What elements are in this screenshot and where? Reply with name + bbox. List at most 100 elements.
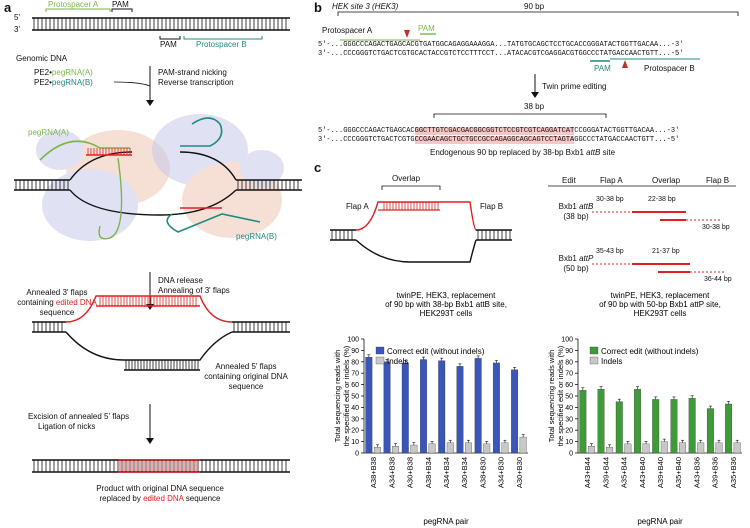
x-tick-label: A39+B40 [656, 457, 665, 488]
y-tick-label: 50 [351, 394, 359, 401]
x-axis-label: pegRNA pair [423, 517, 469, 526]
x-tick-label: A34+B38 [387, 457, 396, 488]
strand-3-label: 3' [14, 25, 20, 34]
x-tick-label: A39+B44 [601, 457, 610, 488]
chart-title-line: of 90 bp with 38-bp Bxb1 attB site, [385, 300, 507, 309]
y-tick-label: 40 [565, 405, 573, 412]
x-tick-label: A35+B36 [729, 457, 738, 488]
bar-indels [660, 441, 668, 454]
twin-pe-label: Twin prime editing [542, 82, 607, 91]
annealed-3-flaps-label: Annealed 3' flaps containing edited DNA … [17, 288, 97, 317]
protospacer-a-label: Protospacer A [48, 0, 99, 9]
step3-line1: Excision of annealed 5' flaps [28, 412, 130, 421]
y-axis-label: Total sequencing reads with [333, 350, 342, 443]
prime-editor-protein-b [152, 114, 284, 238]
legend-label: Indels [387, 357, 408, 366]
y-tick-label: 0 [569, 451, 573, 458]
chart-title-line: twinPE, HEK3, replacement [397, 291, 496, 300]
legend-swatch [589, 346, 599, 355]
chart-title-line: HEK293T cells [634, 309, 687, 318]
row-attp-flap-a: 35-43 bp [596, 248, 624, 255]
y-tick-label: 80 [565, 359, 573, 366]
y-tick-label: 40 [351, 405, 359, 412]
y-axis-label: Total sequencing reads with [547, 350, 556, 443]
y-tick-label: 70 [565, 371, 573, 378]
y-tick-label: 70 [351, 371, 359, 378]
row-attp-overlap: 21-37 bp [652, 248, 680, 255]
step2-line2: Annealing of 3' flaps [158, 286, 230, 295]
y-tick-label: 10 [565, 439, 573, 446]
x-tick-label: A35+B44 [620, 457, 629, 488]
x-tick-label: A38+B34 [424, 457, 433, 488]
y-axis-label: the specified edit or indels (%) [342, 345, 351, 446]
product-label: Product with original DNA sequence repla… [96, 484, 224, 503]
y-axis-label: the specified edit or indels (%) [556, 345, 565, 446]
y-tick-label: 60 [351, 382, 359, 389]
table-header-flap-a: Flap A [600, 176, 623, 185]
x-tick-label: A30+B34 [460, 457, 469, 488]
protospacer-a-b-label: Protospacer A [322, 26, 373, 35]
x-tick-label: A39+B36 [711, 457, 720, 488]
legend-label: Correct edit (without indels) [387, 347, 485, 356]
row-attp-edit: Bxb1 attP(50 bp) [558, 254, 594, 273]
bar-indels [715, 442, 723, 454]
nick-marker-b [622, 60, 628, 68]
pe2-pegrna-b: PE2•pegRNA(B) [34, 78, 93, 87]
nick-marker-a [404, 30, 410, 38]
bar-indels [587, 446, 595, 454]
y-tick-label: 0 [355, 451, 359, 458]
flap-b-label: Flap B [480, 202, 504, 211]
panel-a-letter: a [4, 0, 12, 15]
product-duplex [32, 459, 290, 473]
x-tick-label: A38+B30 [478, 457, 487, 488]
bar-indels [606, 447, 614, 454]
step3-line2: Ligation of nicks [38, 422, 96, 431]
y-tick-label: 60 [565, 382, 573, 389]
row-attb-flap-b: 30-38 bp [702, 224, 730, 231]
bar-correct-edit [706, 408, 714, 454]
genomic-dna-label: Genomic DNA [16, 54, 68, 63]
row-attp-flap-b: 36-44 bp [704, 276, 732, 283]
legend-swatch [375, 356, 385, 365]
legend-label: Indels [601, 357, 622, 366]
y-tick-label: 100 [561, 337, 573, 344]
x-tick-label: A43+B40 [638, 457, 647, 488]
y-tick-label: 100 [347, 337, 359, 344]
span-38bp: 38 bp [524, 102, 545, 111]
y-tick-label: 30 [351, 416, 359, 423]
panel-b-title: HEK site 3 (HEK3) [332, 2, 399, 11]
row-attb-edit: Bxb1 attB(38 bp) [558, 202, 594, 221]
bar-correct-edit [634, 389, 641, 454]
table-header-flap-b: Flap B [706, 176, 730, 185]
seq1-top: 5'-...GGGCCCAGACTGAGCACGTGATGGCAGAGGAAAG… [318, 41, 684, 49]
pam-b-bottom: PAM [594, 64, 611, 73]
seq2-bottom: 3'-...CCCGGGTCTGACTCGTGCCGAACAGCTGCTGCCG… [318, 136, 680, 144]
x-tick-label: A34+B30 [497, 457, 506, 488]
pam-bottom-label: PAM [160, 40, 177, 49]
pegrna-b-label: pegRNA(B) [236, 232, 277, 241]
x-tick-label: A30+B38 [406, 457, 415, 488]
legend-swatch [589, 356, 599, 365]
step1-line1: PAM-strand nicking [158, 68, 227, 77]
y-tick-label: 30 [565, 416, 573, 423]
y-tick-label: 20 [351, 428, 359, 435]
panel-b-caption: Endogenous 90 bp replaced by 38-bp Bxb1 … [430, 148, 616, 157]
step2-line1: DNA release [158, 276, 203, 285]
protospacer-b-label: Protospacer B [196, 40, 247, 49]
pe2-pegrna-a: PE2•pegRNA(A) [34, 68, 93, 77]
x-tick-label: A34+B34 [442, 457, 451, 488]
x-tick-label: A30+B30 [515, 457, 524, 488]
legend-label: Correct edit (without indels) [601, 347, 699, 356]
x-tick-label: A35+B40 [674, 457, 683, 488]
bar-indels [642, 443, 650, 454]
overlap-label: Overlap [392, 174, 421, 183]
table-header-edit: Edit [562, 176, 576, 185]
step1-line2: Reverse transcription [158, 78, 234, 87]
bar-indels [697, 442, 705, 454]
span-90bp: 90 bp [524, 2, 545, 11]
annealed-flaps [32, 295, 290, 371]
chart-title-line: twinPE, HEK3, replacement [611, 291, 710, 300]
